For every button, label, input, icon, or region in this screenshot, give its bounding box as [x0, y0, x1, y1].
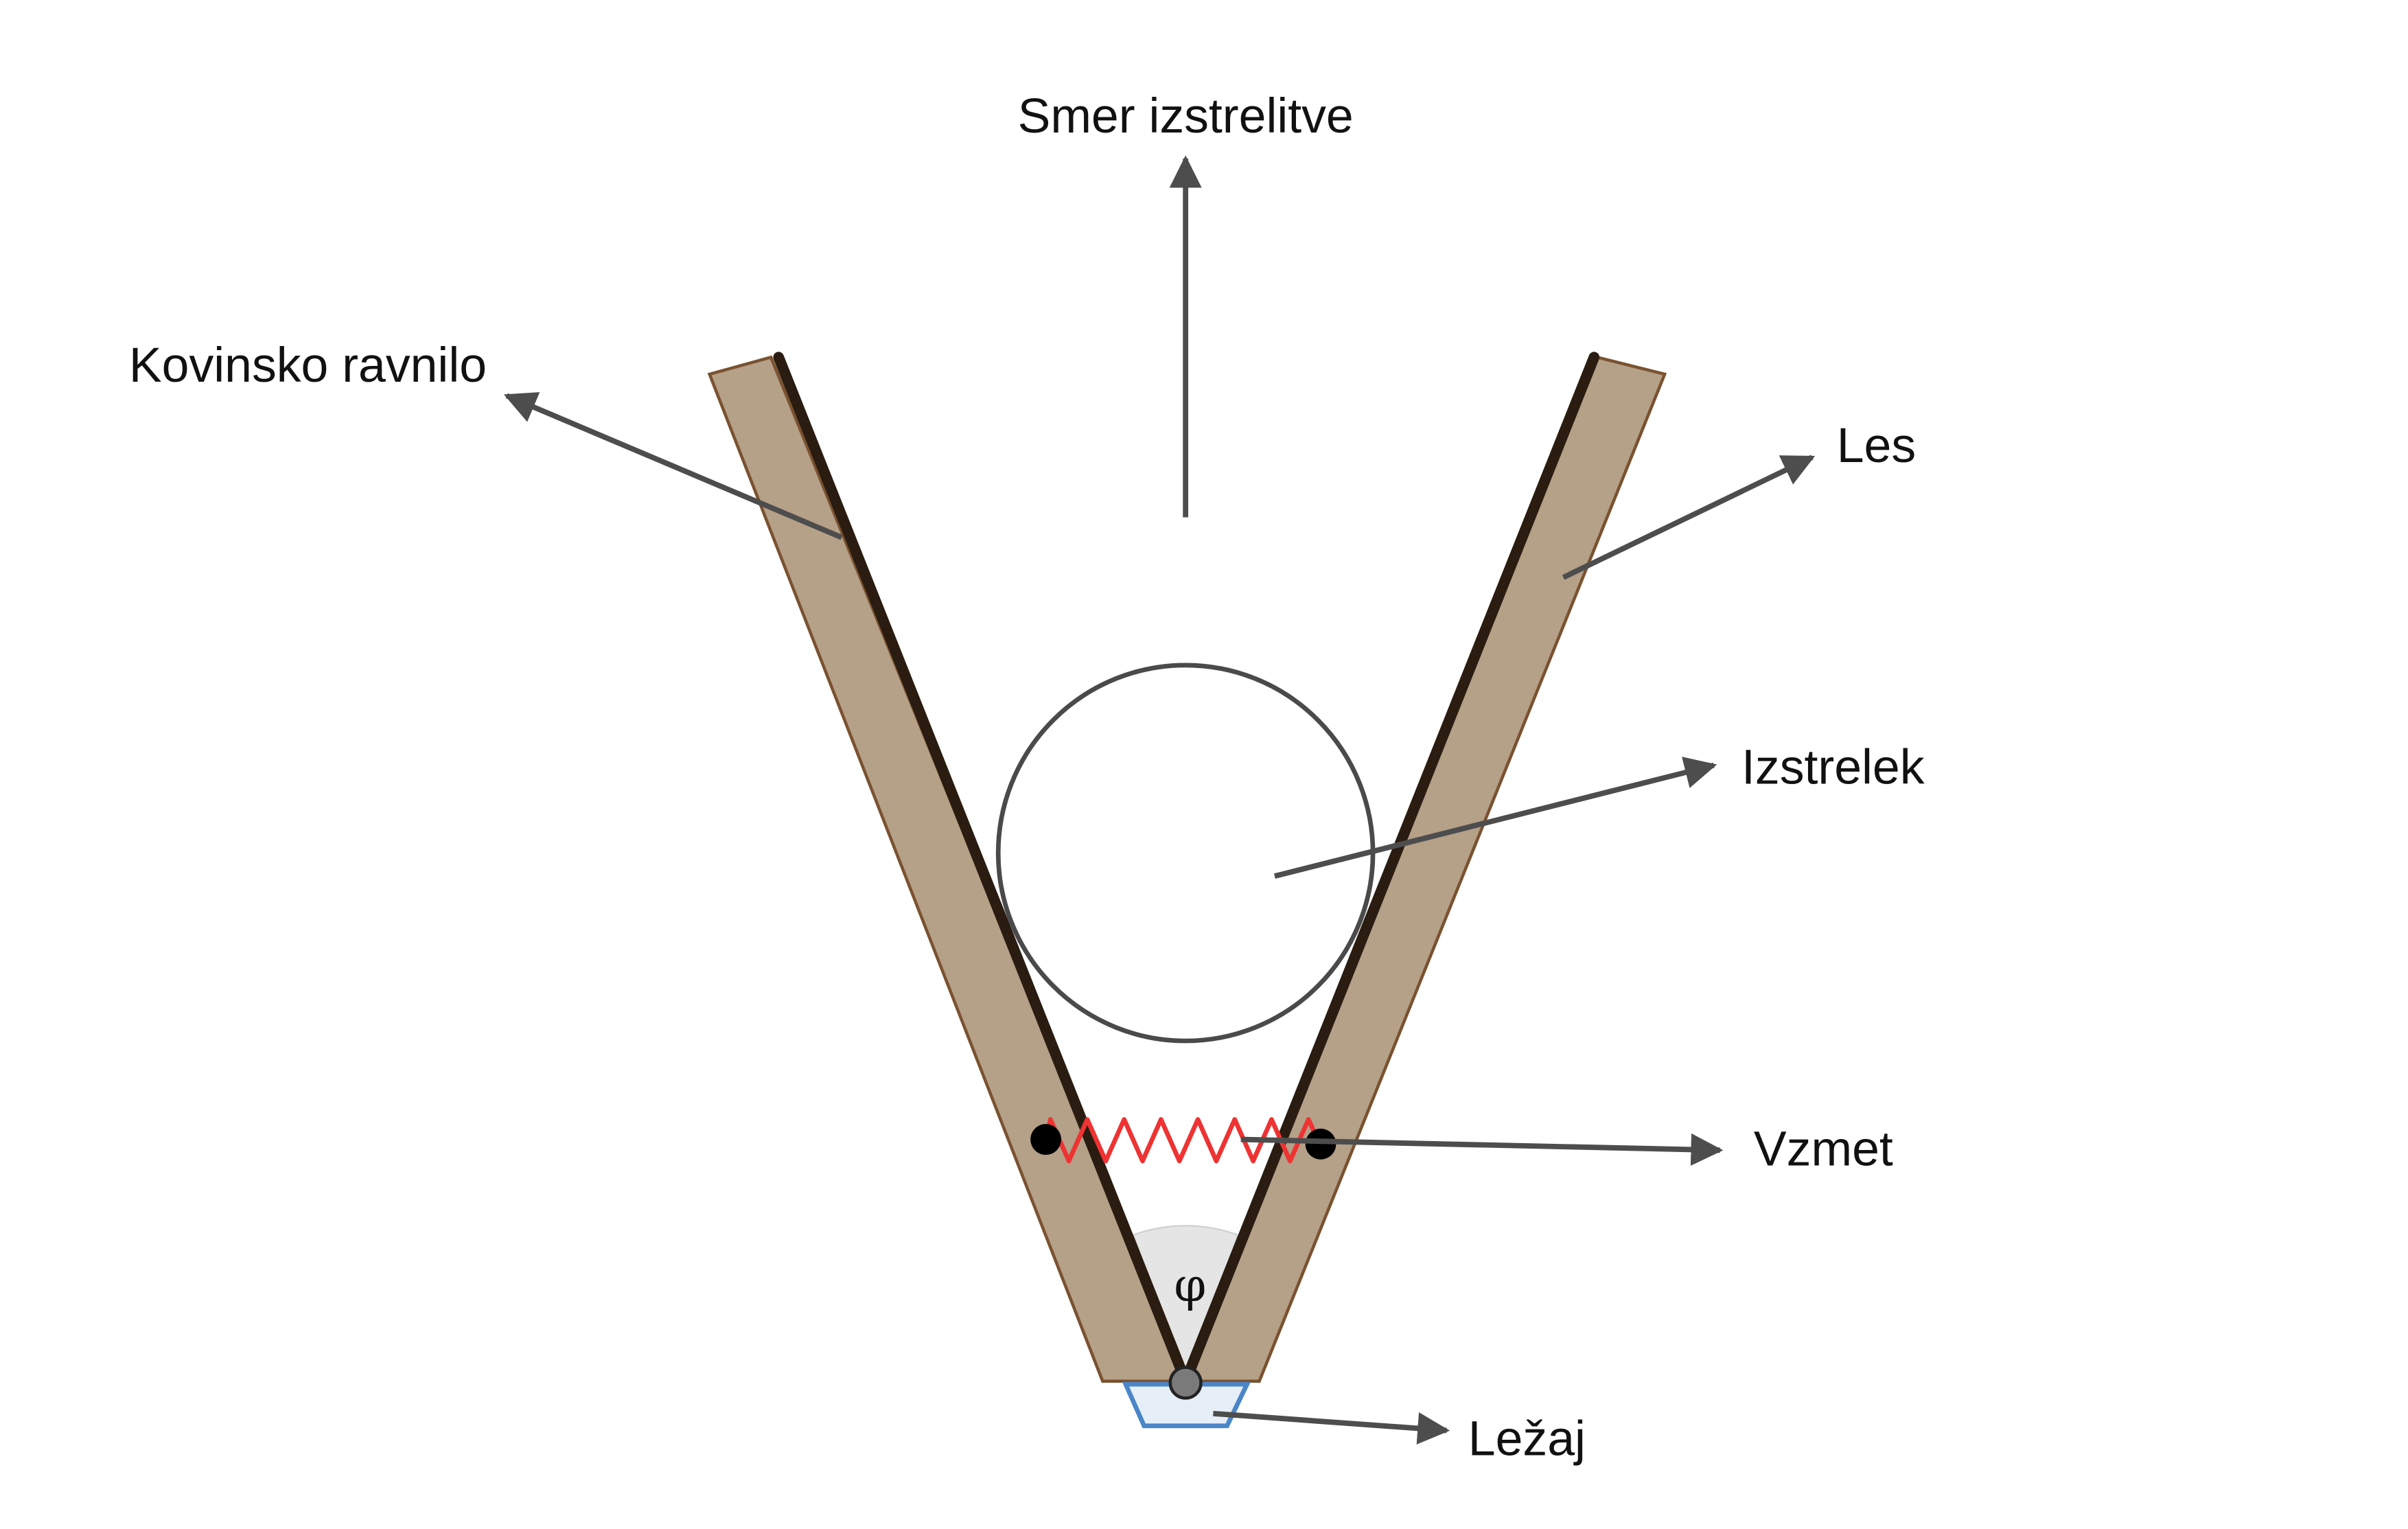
spring-right-anchor: [1305, 1128, 1336, 1160]
pivot-point: [1168, 1366, 1203, 1400]
projectile-label: Izstrelek: [1741, 739, 1925, 794]
right-metal-ruler: [1180, 352, 1600, 1387]
wood-label: Les: [1837, 418, 1916, 473]
spring-pointer-arrow: [1240, 1133, 1724, 1166]
spring-label: Vzmet: [1754, 1122, 1893, 1177]
metal-ruler-label: Kovinsko ravnilo: [129, 338, 487, 393]
angle-phi-label: φ: [1174, 1258, 1206, 1312]
wood-pointer-arrow: [1562, 455, 1816, 580]
projectile-pointer-arrow: [1273, 757, 1717, 879]
bearing-pointer-arrow: [1213, 1410, 1450, 1445]
bearing-label: Ležaj: [1468, 1411, 1586, 1466]
angle-sector: [1132, 1225, 1239, 1384]
spring-coil: [1043, 1117, 1320, 1164]
left-metal-ruler: [773, 352, 1191, 1387]
metal-ruler-pointer-arrow: [503, 392, 843, 540]
spring-left-anchor: [1030, 1124, 1061, 1156]
projectile-circle: [995, 663, 1376, 1044]
launch-direction-label: Smer izstrelitve: [1018, 89, 1354, 143]
